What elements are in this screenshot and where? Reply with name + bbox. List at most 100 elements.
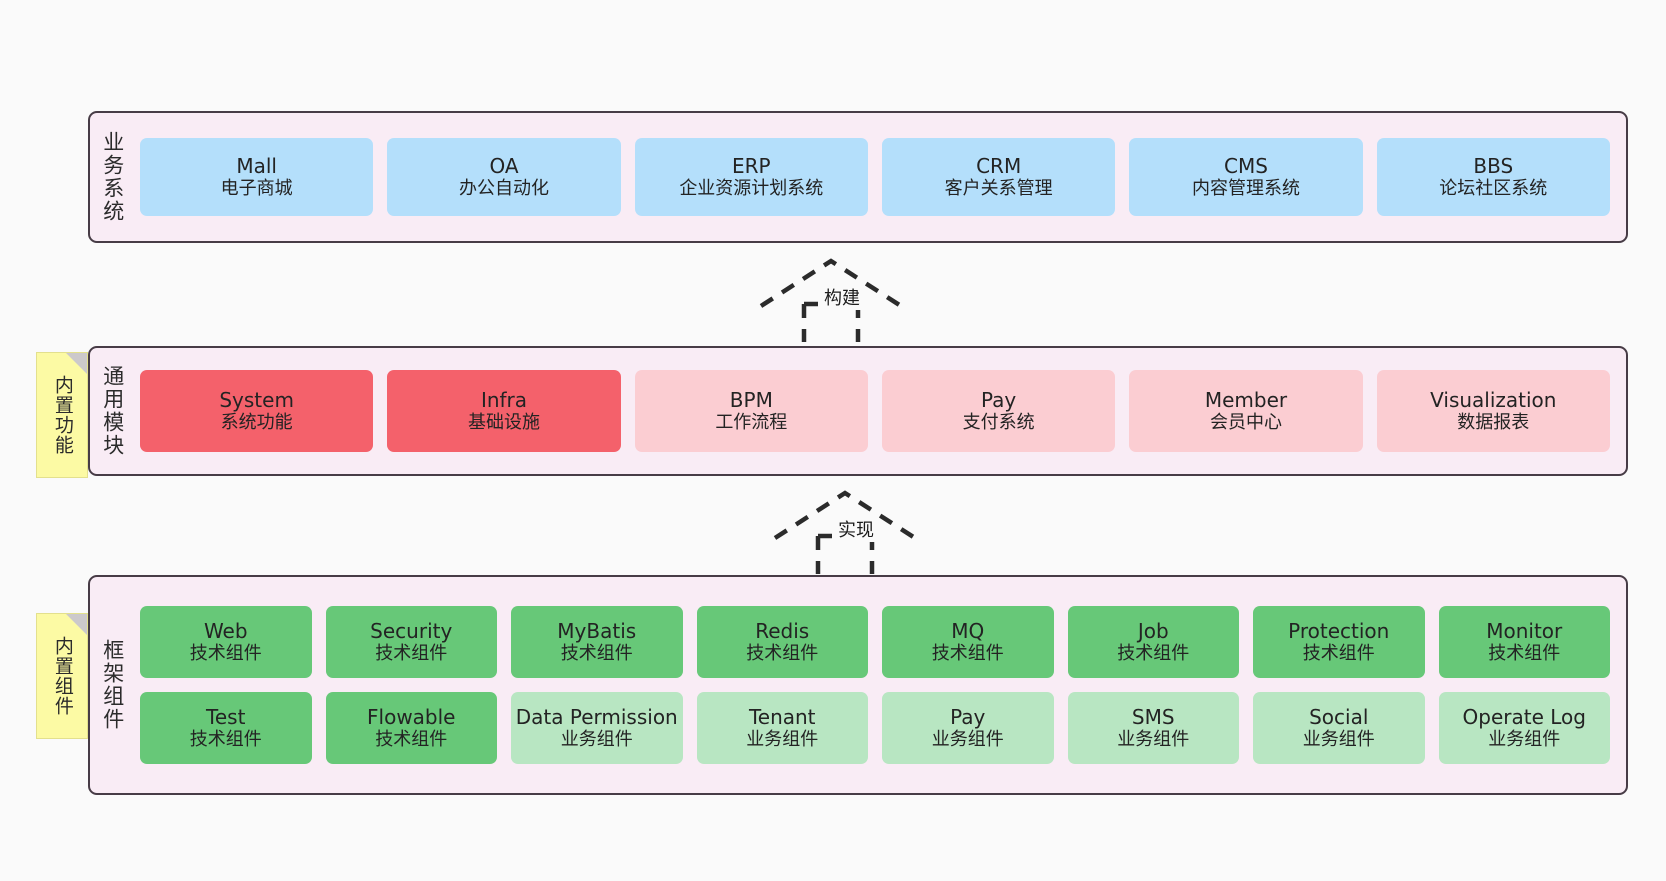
card-title: Protection [1288,618,1390,643]
card-title: Infra [480,387,528,412]
card-crm[interactable]: CRM 客户关系管理 [881,138,1116,216]
card-title: BBS [1473,153,1514,178]
band-label-framework-components: 框架组件 [100,639,125,731]
card-sms[interactable]: SMS 业务组件 [1067,692,1239,764]
card-subtitle: 技术组件 [189,643,262,665]
card-subtitle: 业务组件 [931,729,1004,751]
card-bbs[interactable]: BBS 论坛社区系统 [1376,138,1610,216]
card-title: Web [203,618,248,643]
note-fold-corner-icon [66,614,87,635]
band-body-framework-components: Web 技术组件 Security 技术组件 MyBatis 技术组件 Redi… [134,577,1626,793]
card-subtitle: 支付系统 [962,412,1035,434]
card-test[interactable]: Test 技术组件 [140,692,312,764]
card-operate-log[interactable]: Operate Log 业务组件 [1438,692,1610,764]
card-title: Monitor [1486,618,1563,643]
card-bpm[interactable]: BPM 工作流程 [634,370,868,452]
card-redis[interactable]: Redis 技术组件 [696,606,868,678]
arrow-head-outline [759,258,903,308]
card-protection[interactable]: Protection 技术组件 [1253,606,1425,678]
card-title: MQ [951,618,985,643]
card-subtitle: 技术组件 [931,643,1004,665]
card-subtitle: 企业资源计划系统 [679,178,824,200]
card-oa[interactable]: OA 办公自动化 [387,138,621,216]
card-monitor[interactable]: Monitor 技术组件 [1438,606,1610,678]
card-title: System [219,387,294,412]
card-title: Pay [981,387,1017,412]
band-body-business-systems: Mall 电子商城 OA 办公自动化 ERP 企业资源计划系统 CRM 客户关系… [134,113,1626,241]
card-mq[interactable]: MQ 技术组件 [882,606,1054,678]
band-common-modules: 通用模块 System 系统功能 Infra 基础设施 BPM 工作流程 Pay… [88,346,1628,476]
card-title: CRM [976,153,1022,178]
card-title: Job [1137,618,1169,643]
card-subtitle: 技术组件 [375,729,448,751]
card-title: ERP [732,153,771,178]
card-title: BPM [729,387,773,412]
card-subtitle: 业务组件 [1302,729,1375,751]
arrow-head-outline [773,490,917,540]
card-subtitle: 技术组件 [1488,643,1561,665]
arrow-implement: 实现 [770,490,920,574]
card-subtitle: 客户关系管理 [944,178,1053,200]
card-title: Redis [755,618,810,643]
card-title: Data Permission [515,704,678,729]
card-subtitle: 业务组件 [560,729,633,751]
card-title: Member [1204,387,1288,412]
card-social[interactable]: Social 业务组件 [1253,692,1425,764]
card-mall[interactable]: Mall 电子商城 [140,138,374,216]
card-pay-component[interactable]: Pay 业务组件 [882,692,1054,764]
card-subtitle: 系统功能 [220,412,293,434]
card-job[interactable]: Job 技术组件 [1067,606,1239,678]
band-framework-components: 框架组件 Web 技术组件 Security 技术组件 MyBatis 技术组件… [88,575,1628,795]
band-label-common-modules: 通用模块 [100,365,125,457]
card-title: Social [1309,704,1369,729]
card-flowable[interactable]: Flowable 技术组件 [325,692,497,764]
card-mybatis[interactable]: MyBatis 技术组件 [511,606,683,678]
card-web[interactable]: Web 技术组件 [140,606,312,678]
band-body-common-modules: System 系统功能 Infra 基础设施 BPM 工作流程 Pay 支付系统… [134,348,1626,474]
band-business-systems: 业务系统 Mall 电子商城 OA 办公自动化 ERP 企业资源计划系统 CRM… [88,111,1628,243]
card-infra[interactable]: Infra 基础设施 [387,370,621,452]
card-subtitle: 技术组件 [375,643,448,665]
card-subtitle: 办公自动化 [458,178,549,200]
card-cms[interactable]: CMS 内容管理系统 [1129,138,1363,216]
card-subtitle: 工作流程 [715,412,788,434]
card-title: Security [370,618,453,643]
card-subtitle: 基础设施 [467,412,540,434]
card-security[interactable]: Security 技术组件 [325,606,497,678]
note-fold-corner-icon [66,353,87,374]
card-title: MyBatis [557,618,637,643]
card-subtitle: 技术组件 [1302,643,1375,665]
card-title: Flowable [367,704,456,729]
card-erp[interactable]: ERP 企业资源计划系统 [634,138,868,216]
arrow-label-implement: 实现 [836,516,876,542]
note-builtin-function: 内置功能 [36,352,88,478]
card-subtitle: 电子商城 [220,178,293,200]
card-title: Operate Log [1462,704,1586,729]
card-title: Tenant [748,704,816,729]
card-title: OA [489,153,519,178]
card-subtitle: 技术组件 [560,643,633,665]
card-subtitle: 论坛社区系统 [1439,178,1548,200]
card-subtitle: 业务组件 [746,729,819,751]
note-text: 内置组件 [51,636,74,716]
card-subtitle: 技术组件 [189,729,262,751]
note-builtin-component: 内置组件 [36,613,88,739]
card-title: Pay [950,704,986,729]
card-subtitle: 内容管理系统 [1191,178,1300,200]
card-title: CMS [1224,153,1268,178]
card-subtitle: 数据报表 [1457,412,1530,434]
card-data-permission[interactable]: Data Permission 业务组件 [511,692,683,764]
card-tenant[interactable]: Tenant 业务组件 [696,692,868,764]
card-visualization[interactable]: Visualization 数据报表 [1376,370,1610,452]
band-label-business-systems: 业务系统 [100,131,125,223]
card-pay-module[interactable]: Pay 支付系统 [881,370,1116,452]
card-member[interactable]: Member 会员中心 [1129,370,1363,452]
framework-row-business: Test 技术组件 Flowable 技术组件 Data Permission … [140,692,1610,764]
arrow-label-build: 构建 [822,284,862,310]
card-title: Visualization [1430,387,1557,412]
card-system[interactable]: System 系统功能 [140,370,374,452]
card-subtitle: 技术组件 [1117,643,1190,665]
card-title: SMS [1131,704,1175,729]
card-subtitle: 业务组件 [1117,729,1190,751]
